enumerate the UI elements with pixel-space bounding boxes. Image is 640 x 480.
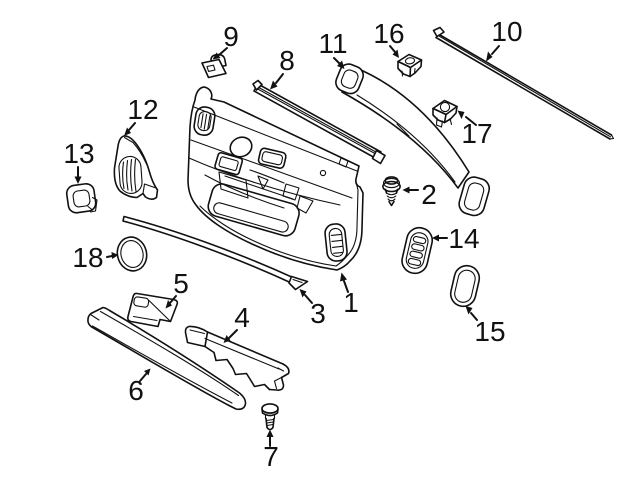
arrowhead xyxy=(402,186,410,194)
part-drawing-clip-16 xyxy=(397,53,423,78)
arrowhead xyxy=(111,252,119,259)
switch-bezel xyxy=(214,151,244,176)
speaker-grille xyxy=(324,223,348,262)
callout-10[interactable]: 10 xyxy=(486,16,523,62)
callout-15[interactable]: 15 xyxy=(465,306,506,347)
part-number-label: 9 xyxy=(223,21,239,52)
part-number-label: 12 xyxy=(127,94,158,125)
arrowhead xyxy=(270,80,278,90)
arrowhead xyxy=(340,272,347,282)
arrowhead xyxy=(124,127,131,136)
tweeter-grille xyxy=(193,106,216,136)
callout-5[interactable]: 5 xyxy=(165,268,189,309)
callout-7[interactable]: 7 xyxy=(263,429,279,473)
leader-line xyxy=(128,122,136,131)
callout-4[interactable]: 4 xyxy=(223,302,250,343)
part-drawing-screw xyxy=(261,403,279,431)
leader-line xyxy=(343,280,349,293)
part-number-label: 4 xyxy=(234,302,250,333)
part-drawing-corner-cover xyxy=(113,135,159,200)
part-drawing-clip-17 xyxy=(432,99,458,128)
leader-line xyxy=(275,73,284,84)
part-number-label: 13 xyxy=(63,138,94,169)
arrowhead xyxy=(392,49,399,58)
leader-line xyxy=(333,57,341,65)
part-number-label: 3 xyxy=(310,298,326,329)
callout-14[interactable]: 14 xyxy=(432,223,480,254)
callout-9[interactable]: 9 xyxy=(212,21,239,60)
arrowhead xyxy=(457,110,465,119)
arrowhead xyxy=(74,176,82,184)
leader-line xyxy=(470,312,478,321)
callout-1[interactable]: 1 xyxy=(340,272,359,319)
arrowhead xyxy=(432,234,439,242)
arrowhead xyxy=(212,52,221,60)
part-number-label: 14 xyxy=(448,223,479,254)
part-number-label: 5 xyxy=(173,268,189,299)
part-drawing-mounting-plate xyxy=(127,292,179,328)
callout-6[interactable]: 6 xyxy=(128,368,151,407)
leader-line xyxy=(218,47,228,56)
part-number-label: 8 xyxy=(279,45,295,76)
leader-line xyxy=(304,294,313,304)
callout-3[interactable]: 3 xyxy=(299,289,326,329)
part-drawing-serrated-bracket xyxy=(184,325,290,391)
part-number-label: 1 xyxy=(343,287,359,318)
callout-12[interactable]: 12 xyxy=(124,94,159,136)
part-number-label: 11 xyxy=(318,28,347,59)
part-drawing-accent-strip xyxy=(122,215,309,291)
leader-line xyxy=(491,45,500,55)
part-number-label: 18 xyxy=(72,242,103,273)
door-pull-cup xyxy=(229,136,253,158)
part-number-label: 2 xyxy=(421,179,437,210)
callout-13[interactable]: 13 xyxy=(63,138,95,184)
part-number-label: 7 xyxy=(263,441,279,472)
callout-16[interactable]: 16 xyxy=(373,18,405,58)
arrowhead xyxy=(337,60,345,69)
arrowhead xyxy=(465,306,473,315)
arrowhead xyxy=(144,368,151,376)
callout-18[interactable]: 18 xyxy=(72,242,119,273)
callout-11[interactable]: 11 xyxy=(318,28,348,69)
leader-line xyxy=(228,329,238,339)
part-drawing-gasket-ring xyxy=(449,264,481,308)
part-drawing-door-panel xyxy=(187,86,364,271)
part-drawing-grommet xyxy=(382,176,401,207)
arrowhead xyxy=(299,289,307,298)
map-pocket xyxy=(207,183,300,237)
arrowhead xyxy=(165,300,172,309)
leader-line xyxy=(139,373,147,382)
arrowhead xyxy=(266,429,274,437)
leader-line xyxy=(465,116,477,126)
part-drawing-vent-grille xyxy=(401,226,434,275)
leader-line xyxy=(389,45,396,53)
callout-2[interactable]: 2 xyxy=(402,179,437,210)
callout-17[interactable]: 17 xyxy=(457,110,493,150)
leader-line xyxy=(106,255,113,258)
door-release-recess xyxy=(257,147,287,169)
part-drawing-bezel-cap xyxy=(65,182,98,214)
part-number-label: 10 xyxy=(491,16,522,47)
arrowhead xyxy=(223,335,231,343)
part-drawing-upper-molding-strip xyxy=(432,26,615,140)
arrowhead xyxy=(486,51,493,62)
part-drawing-grab-handle xyxy=(335,63,491,217)
part-number-label: 16 xyxy=(373,18,404,49)
part-drawing-weatherstrip xyxy=(252,79,386,165)
callout-8[interactable]: 8 xyxy=(270,45,295,90)
part-drawing-pull-trim xyxy=(87,306,247,411)
part-drawing-seal-ring xyxy=(116,236,148,272)
part-number-label: 17 xyxy=(461,118,492,149)
part-number-label: 15 xyxy=(474,316,505,347)
leader-line xyxy=(169,295,177,304)
part-number-label: 6 xyxy=(128,375,144,406)
